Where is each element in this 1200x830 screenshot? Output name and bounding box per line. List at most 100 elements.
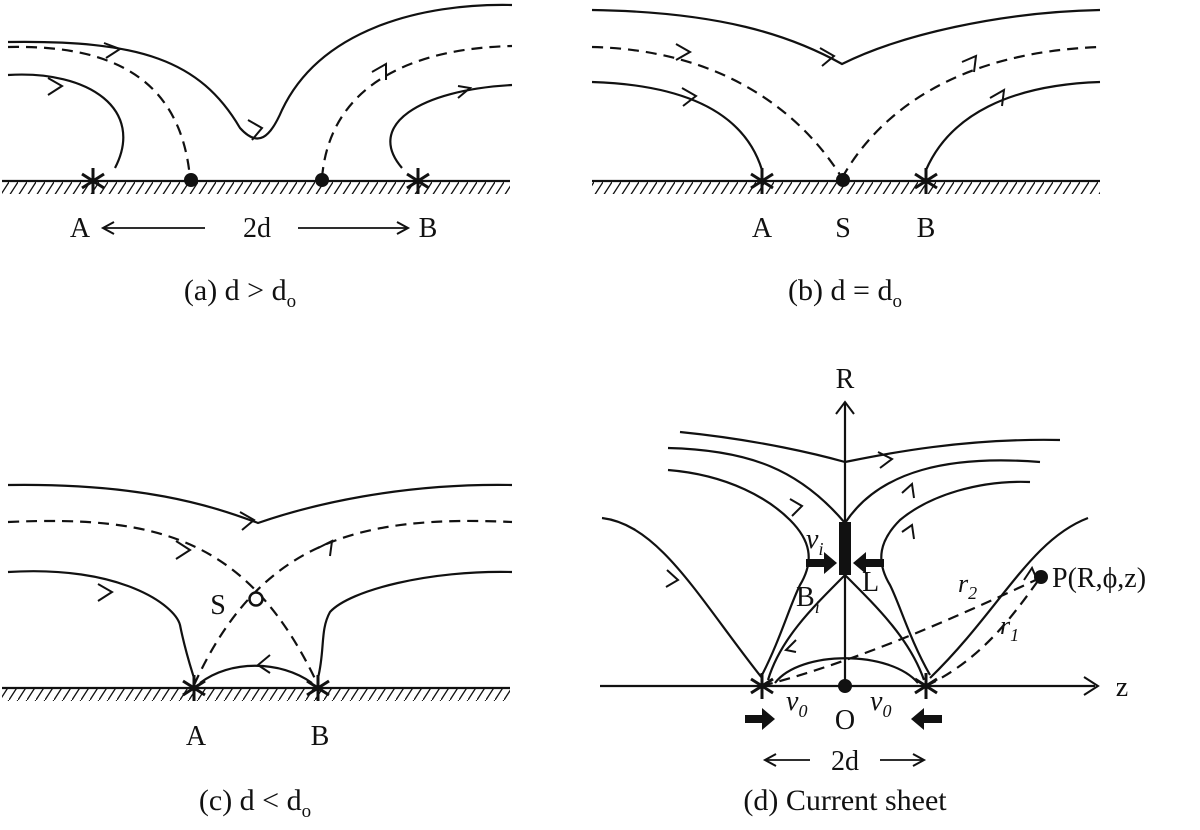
- panel-c-null-S: [248, 591, 264, 607]
- panel-c-arrow-loop: [256, 654, 271, 674]
- panel-a-overlying-field-line: [7, 3, 513, 140]
- panel-d-z-axis-arrowhead: [1083, 676, 1100, 696]
- panel-b-overlying-field-line: [591, 8, 1101, 66]
- panel-d: R z vi L B: [600, 364, 1146, 817]
- panel-b-arrow-left: [681, 87, 698, 107]
- panel-c-separatrix-left: [7, 519, 319, 686]
- panel-c-separatrix-right: [192, 519, 513, 686]
- panel-a-field-line-right: [389, 83, 513, 169]
- panel-d-label-z: z: [1116, 672, 1128, 703]
- panel-a-label-B: B: [419, 213, 438, 244]
- panel-a-separatrix-right: [320, 44, 513, 179]
- panel-d-arrow-loop: [783, 639, 797, 653]
- panel-a-label-A: A: [70, 213, 91, 244]
- panel-a-dim-arrowhead-right: [396, 221, 411, 235]
- panel-b-field-line-left: [591, 80, 764, 171]
- panel-a-null-left: [184, 173, 198, 187]
- panel-c-arrow-left: [97, 583, 114, 602]
- panel-b-source-A: [750, 168, 774, 194]
- panel-d-overlying-line-1: [679, 430, 1061, 464]
- panel-d-field-line-left-outer: [601, 516, 763, 679]
- panel-d-label-P: P(R,ϕ,z): [1052, 563, 1146, 594]
- panel-d-arrow-overlying-2: [901, 482, 915, 499]
- panel-a: A 2d B (a) d > do: [2, 3, 513, 312]
- panel-d-field-line-right-outer: [929, 516, 1089, 679]
- panel-b-arrow-sep-right: [961, 54, 978, 73]
- panel-d-origin-dot: [838, 679, 852, 693]
- panel-d-arrow-right-inner: [901, 523, 915, 540]
- panel-b-arrow-overlying: [819, 47, 836, 67]
- panel-d-current-sheet: [839, 522, 851, 575]
- panel-d-label-vi: vi: [806, 524, 823, 559]
- panel-a-source-B: [406, 168, 430, 194]
- panel-a-separatrix-left: [7, 45, 192, 179]
- panel-b-separatrix-right: [841, 45, 1101, 179]
- panel-c-field-line-right: [316, 570, 513, 679]
- panel-c-photosphere-hatch: [2, 688, 510, 701]
- panel-a-arrow-sep-right: [371, 62, 387, 80]
- panel-c-label-A: A: [186, 721, 207, 752]
- panel-b-source-B: [914, 168, 938, 194]
- panel-a-null-right: [315, 173, 329, 187]
- panel-d-inflow-v0-right: [911, 708, 942, 730]
- panel-a-label-2d: 2d: [243, 213, 271, 244]
- panel-c-arrow-sep-right: [317, 539, 334, 557]
- panel-c-label-S: S: [210, 590, 226, 621]
- panel-a-arrow-left: [47, 77, 64, 96]
- panel-d-source-right: [914, 673, 938, 699]
- panel-d-arrow-left-inner: [789, 498, 804, 517]
- panel-d-dim-arrowhead-left: [762, 753, 777, 767]
- panel-c: S A B (c) d < do: [2, 483, 513, 822]
- panel-a-dim-arrowhead-left: [100, 221, 115, 235]
- panel-a-field-line-left: [7, 73, 125, 169]
- panel-b: A S B (b) d = do: [591, 8, 1101, 312]
- panel-c-overlying-field-line: [7, 483, 513, 525]
- panel-b-caption: (b) d = do: [788, 274, 902, 312]
- panel-d-label-v0-left: v0: [786, 686, 807, 721]
- panel-d-r2-line: [761, 577, 1041, 688]
- panel-c-arrow-overlying: [239, 511, 256, 531]
- panel-b-arrow-right: [989, 88, 1006, 107]
- panel-a-arrow-overlying: [247, 119, 264, 141]
- panel-d-dim-arrowhead-right: [912, 753, 927, 767]
- panel-d-r1-line: [925, 577, 1041, 687]
- panel-b-null-S: [836, 173, 850, 187]
- panel-a-photosphere-hatch: [2, 181, 510, 194]
- panel-d-point-P-dot: [1034, 570, 1048, 584]
- panel-d-label-r1: r1: [1000, 611, 1019, 645]
- panel-b-label-A: A: [752, 213, 773, 244]
- panel-c-caption: (c) d < do: [199, 784, 311, 822]
- panel-a-caption: (a) d > do: [184, 274, 296, 312]
- panel-b-label-S: S: [835, 213, 851, 244]
- panel-d-label-Bi: Bi: [796, 582, 820, 617]
- panel-c-source-B: [306, 675, 330, 701]
- panel-a-source-A: [81, 168, 105, 194]
- panel-b-label-B: B: [917, 213, 936, 244]
- panel-d-label-L: L: [862, 567, 879, 598]
- panel-d-label-O: O: [835, 705, 855, 736]
- panel-d-source-left: [750, 673, 774, 699]
- panel-d-inflow-v0-left: [745, 708, 775, 730]
- panel-d-label-2d: 2d: [831, 746, 859, 777]
- panel-c-source-A: [182, 675, 206, 701]
- panel-d-arrow-left-outer: [665, 569, 680, 588]
- panel-d-field-line-left-inner: [667, 468, 810, 676]
- panel-d-label-v0-right: v0: [870, 686, 891, 721]
- panel-a-arrow-right: [457, 85, 473, 99]
- panel-d-field-line-right-inner: [880, 480, 1031, 676]
- panel-d-caption: (d) Current sheet: [743, 784, 947, 817]
- panel-c-arrow-sep-left: [175, 540, 192, 560]
- panel-c-reconnected-loop: [199, 664, 313, 684]
- panel-b-separatrix-left: [591, 45, 843, 179]
- panel-a-arrow-sep-left: [103, 42, 123, 59]
- panel-c-field-line-left: [7, 570, 196, 679]
- panel-d-reconnected-loop-inner: [774, 657, 919, 684]
- panel-b-photosphere-hatch: [592, 181, 1100, 194]
- panel-d-R-axis-arrowhead: [835, 400, 855, 415]
- panel-d-label-R: R: [836, 364, 855, 395]
- panel-d-inflow-vi-left: [806, 552, 837, 574]
- panel-c-label-B: B: [311, 721, 330, 752]
- panel-d-arrow-overlying-1: [877, 451, 894, 469]
- panel-b-field-line-right: [924, 80, 1101, 171]
